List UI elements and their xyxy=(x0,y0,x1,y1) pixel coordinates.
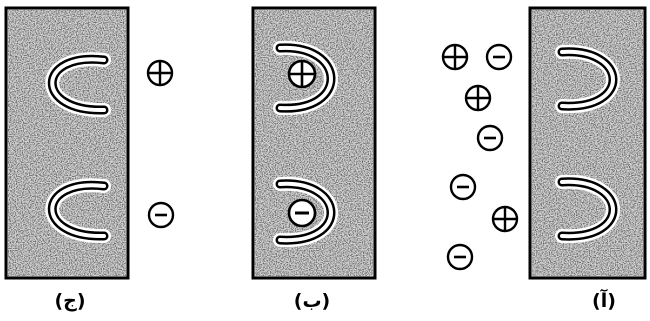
anion-icon xyxy=(149,203,173,227)
panel-label-alef: (آ) xyxy=(592,290,616,312)
panel-beh xyxy=(253,8,375,278)
cation-icon xyxy=(148,61,172,85)
bound-anion-icon xyxy=(289,200,315,226)
anion-icon xyxy=(448,245,472,269)
panel-alef xyxy=(443,8,645,278)
anion-icon xyxy=(451,175,475,199)
cation-icon xyxy=(493,207,517,231)
anion-icon xyxy=(487,45,511,69)
bound-cation-icon xyxy=(289,61,315,87)
panel-label-beh: (ب) xyxy=(294,290,330,312)
cation-icon xyxy=(466,86,490,110)
panel-label-jeem: (ج) xyxy=(54,290,85,312)
anion-icon xyxy=(478,126,502,150)
cation-icon xyxy=(443,45,467,69)
panel-jeem xyxy=(6,8,173,278)
